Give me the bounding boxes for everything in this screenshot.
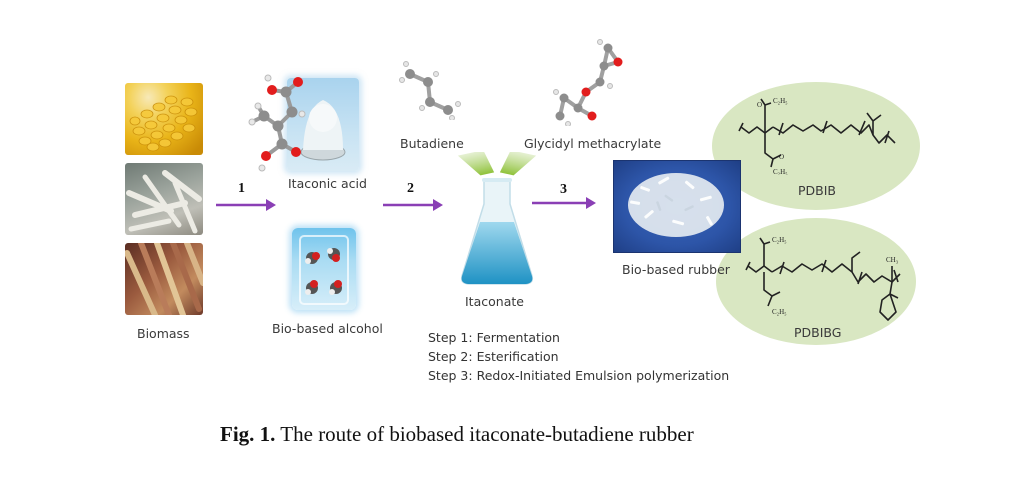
svg-text:O: O <box>757 101 762 109</box>
pdbibg-structure: CH₃ C₂H₅ C₂H₅ <box>745 236 901 321</box>
figure-caption: Fig. 1. The route of biobased itaconate-… <box>220 422 694 447</box>
pdbibg-ellipse <box>716 218 916 345</box>
step-legend: Step 1: Fermentation Step 2: Esterificat… <box>428 328 729 385</box>
step-legend-item-1: Step 1: Fermentation <box>428 330 560 345</box>
butadiene-molecule <box>399 61 461 120</box>
itaconate-label: Itaconate <box>465 294 524 309</box>
step-legend-item-2: Step 2: Esterification <box>428 349 559 364</box>
corn-kernels-icon <box>129 95 198 152</box>
sugarcane-image <box>125 243 203 315</box>
svg-text:O: O <box>779 153 784 161</box>
step-3-arrow <box>532 197 596 209</box>
sugarcane-stalks-icon <box>125 243 203 315</box>
cassava-roots-icon <box>126 170 202 234</box>
bio-alcohol-beaker-image <box>292 228 356 310</box>
pdbib-structure: C₂H₅ C₂H₅ O O <box>738 97 896 175</box>
rubber-crumbs-icon <box>628 173 724 237</box>
bio-based-rubber-label: Bio-based rubber <box>622 262 730 277</box>
glycidyl-methacrylate-label: Glycidyl methacrylate <box>524 136 662 151</box>
funnel-right-icon <box>499 152 537 176</box>
step-2-number: 2 <box>407 181 414 196</box>
itaconic-acid-molecule <box>248 74 306 172</box>
figure-caption-prefix: Fig. 1. <box>220 422 276 446</box>
funnel-left-icon <box>457 152 495 176</box>
pdbib-ellipse <box>712 82 920 210</box>
pdbib-substituent-top: C₂H₅ <box>773 97 788 105</box>
pdbibg-substituent-bottom: C₂H₅ <box>772 308 787 316</box>
pdbibg-label: PDBIBG <box>794 325 842 340</box>
bio-alcohol-label: Bio-based alcohol <box>272 321 383 336</box>
biomass-label: Biomass <box>137 326 190 341</box>
pdbibg-methyl: CH₃ <box>886 256 899 264</box>
glycidyl-methacrylate-molecule <box>553 39 623 126</box>
step-2-arrow <box>383 199 443 211</box>
step-legend-item-3: Step 3: Redox-Initiated Emulsion polymer… <box>428 368 730 383</box>
pdbib-substituent-bottom: C₂H₅ <box>773 168 788 175</box>
butadiene-label: Butadiene <box>400 136 464 151</box>
step-1-arrow <box>216 199 276 211</box>
pdbibg-substituent-top: C₂H₅ <box>772 236 787 244</box>
itaconic-acid-label: Itaconic acid <box>288 176 367 191</box>
itaconic-acid-powder-image <box>287 78 359 171</box>
step-3-number: 3 <box>560 182 567 197</box>
pdbib-label: PDBIB <box>798 183 837 198</box>
itaconate-flask <box>457 152 537 285</box>
corn-image <box>125 83 203 155</box>
step-1-number: 1 <box>238 181 245 196</box>
figure-caption-text: The route of biobased itaconate-butadien… <box>275 422 694 446</box>
cassava-image <box>125 163 203 235</box>
bio-based-rubber-image <box>613 160 741 253</box>
